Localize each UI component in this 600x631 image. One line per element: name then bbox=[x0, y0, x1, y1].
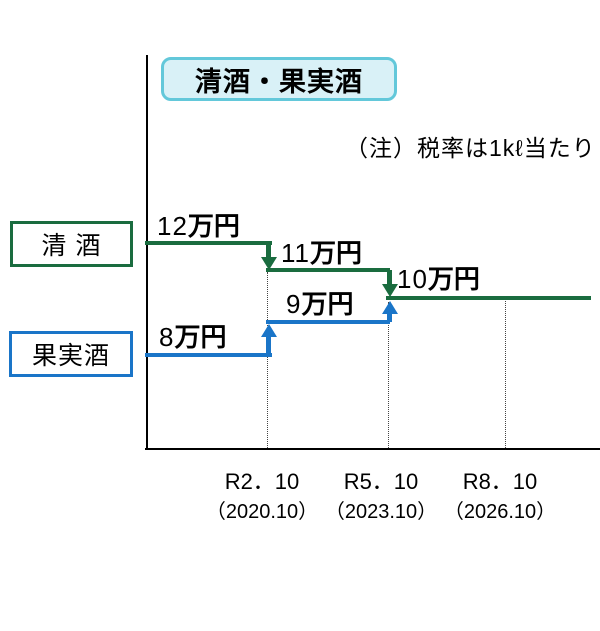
seishu-decrease-arrow-shaft-2 bbox=[387, 270, 392, 285]
x-tick-era-label: R5．10 bbox=[343, 469, 419, 494]
chart-note: （注）税率は1kℓ当たり bbox=[345, 135, 596, 161]
y-axis-line bbox=[146, 55, 148, 450]
x-tick-western-label: （2020.10） bbox=[205, 501, 319, 524]
kajitsushu-increase-arrow-shaft-2 bbox=[387, 313, 392, 322]
kajitsushu-increase-arrow-icon-2 bbox=[382, 301, 398, 314]
seishu-decrease-arrow-shaft-1 bbox=[266, 243, 271, 258]
x-tick-r2-10: R2．10 （2020.10） bbox=[187, 469, 337, 524]
value-label-seishu-11man: 11万円 bbox=[281, 238, 363, 268]
series-label-kajitsushu: 果実酒 bbox=[31, 342, 110, 370]
x-tick-western-label: （2026.10） bbox=[443, 501, 557, 524]
gridline-r8-10 bbox=[505, 299, 506, 448]
x-tick-r8-10: R8．10 （2026.10） bbox=[425, 469, 575, 524]
seishu-segment-11man bbox=[266, 268, 390, 272]
seishu-segment-10man bbox=[386, 296, 591, 300]
seishu-decrease-arrow-icon-1 bbox=[261, 257, 277, 270]
x-tick-western-label: （2023.10） bbox=[324, 501, 438, 524]
value-label-kajitsushu-9man: 9万円 bbox=[286, 289, 354, 319]
kajitsushu-segment-9man bbox=[266, 320, 390, 324]
seishu-segment-12man bbox=[145, 241, 272, 245]
x-tick-era-label: R8．10 bbox=[462, 469, 538, 494]
value-label-seishu-12man: 12万円 bbox=[157, 211, 240, 241]
gridline-r2-10 bbox=[267, 272, 268, 448]
x-tick-era-label: R2．10 bbox=[224, 469, 300, 494]
value-label-seishu-10man: 10万円 bbox=[397, 264, 480, 294]
kajitsushu-segment-8man bbox=[145, 353, 272, 357]
kajitsushu-increase-arrow-icon-1 bbox=[261, 324, 277, 337]
series-label-seishu: 清 酒 bbox=[41, 232, 102, 260]
x-axis-line bbox=[145, 448, 600, 450]
series-label-box-kajitsushu: 果実酒 bbox=[9, 331, 133, 377]
series-label-box-seishu: 清 酒 bbox=[10, 221, 133, 267]
chart-title-badge: 清酒・果実酒 bbox=[161, 57, 397, 101]
seishu-decrease-arrow-icon-2 bbox=[382, 284, 398, 297]
gridline-r5-10 bbox=[388, 302, 389, 448]
kajitsushu-increase-arrow-shaft-1 bbox=[266, 336, 271, 355]
value-label-kajitsushu-8man: 8万円 bbox=[159, 322, 227, 352]
chart-title-text: 清酒・果実酒 bbox=[195, 66, 363, 97]
x-tick-r5-10: R5．10 （2023.10） bbox=[306, 469, 456, 524]
